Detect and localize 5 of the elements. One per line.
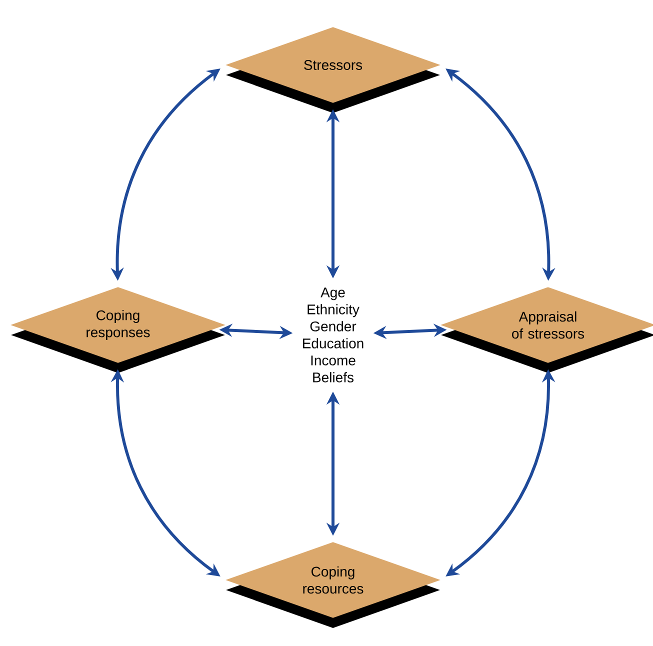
diamond-box: Coping responses <box>10 287 226 373</box>
diamond-box: Stressors <box>226 27 440 113</box>
diamond-box: Appraisal of stressors <box>440 287 653 373</box>
diamond-box: Coping resources <box>226 542 440 628</box>
factor-list: Age Ethnicity Gender Education Income Beliefs <box>303 288 364 382</box>
